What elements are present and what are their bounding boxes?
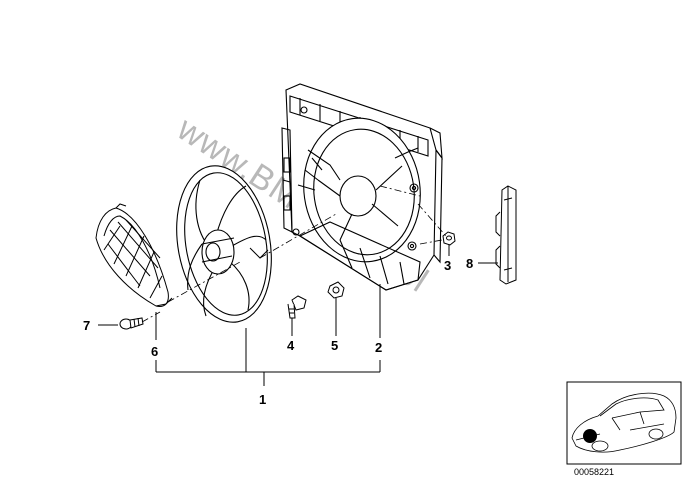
location-marker [583,429,597,443]
fan-wheel [176,165,272,323]
callout-8: 8 [466,256,473,271]
callout-7: 7 [83,318,90,333]
fan-shroud [281,83,443,291]
callout-5: 5 [331,338,338,353]
callout-3: 3 [444,258,451,273]
leader-lines [98,244,498,386]
callout-6: 6 [151,344,158,359]
hex-bolt [287,295,307,319]
assembly-axis-arrow [249,247,269,259]
callout-2: 2 [375,340,382,355]
washer [327,281,345,299]
diagram-code: 00058221 [574,467,614,477]
car-location-inset [566,381,682,465]
screw [119,317,144,330]
retainer-bracket [495,185,517,285]
callout-4: 4 [287,338,295,353]
nut [442,231,456,246]
callout-1: 1 [259,392,266,407]
fan-motor-cover [95,203,173,307]
assembly-axis-lines [141,185,447,323]
